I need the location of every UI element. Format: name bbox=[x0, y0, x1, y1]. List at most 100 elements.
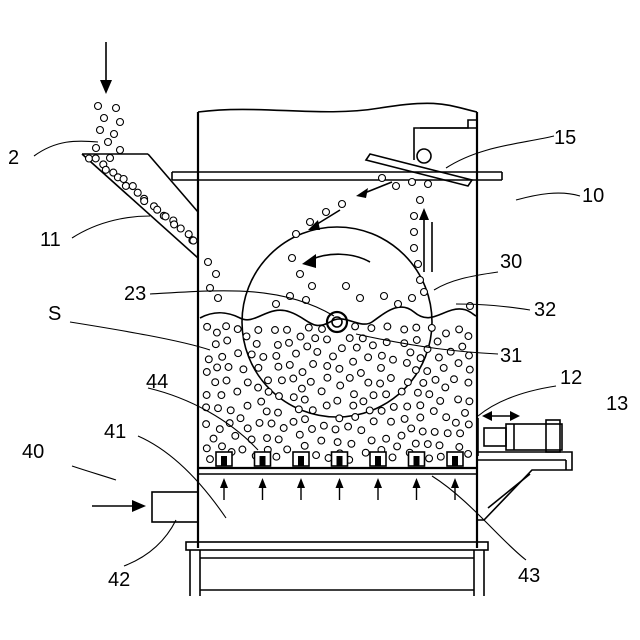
particle bbox=[426, 455, 433, 462]
particle bbox=[273, 353, 280, 360]
particle bbox=[93, 145, 100, 152]
particle bbox=[466, 352, 473, 359]
label-particle-bed: S bbox=[48, 303, 61, 325]
particle bbox=[440, 365, 447, 372]
particle bbox=[171, 221, 178, 228]
particle bbox=[286, 362, 293, 369]
particle bbox=[111, 131, 118, 138]
particle bbox=[417, 414, 424, 421]
particle bbox=[412, 440, 419, 447]
particle bbox=[383, 435, 390, 442]
particle bbox=[401, 326, 408, 333]
particle bbox=[304, 343, 311, 350]
particle bbox=[265, 377, 272, 384]
label-feed: 2 bbox=[8, 147, 19, 169]
particle bbox=[290, 394, 297, 401]
particle bbox=[398, 432, 405, 439]
particle bbox=[318, 388, 325, 395]
particle bbox=[256, 420, 263, 427]
particle bbox=[413, 337, 420, 344]
leader-lines bbox=[34, 136, 580, 566]
particle bbox=[301, 442, 308, 449]
label-nozzles: 44 bbox=[146, 371, 168, 393]
particle bbox=[218, 392, 225, 399]
particle bbox=[235, 350, 242, 357]
label-gas-unit: 40 bbox=[22, 441, 44, 463]
particle bbox=[276, 393, 283, 400]
particle bbox=[390, 404, 397, 411]
particle bbox=[120, 176, 127, 183]
particle bbox=[336, 415, 343, 422]
nozzle-slot bbox=[375, 456, 381, 466]
particle bbox=[451, 376, 458, 383]
particle bbox=[177, 225, 184, 232]
particle bbox=[323, 402, 330, 409]
particle bbox=[243, 333, 250, 340]
particle bbox=[122, 182, 129, 189]
particle bbox=[253, 341, 260, 348]
particle bbox=[210, 435, 217, 442]
particle bbox=[424, 368, 431, 375]
particle bbox=[275, 436, 282, 443]
particle bbox=[444, 430, 451, 437]
particle bbox=[409, 295, 416, 302]
particle bbox=[334, 439, 341, 446]
particle bbox=[321, 422, 328, 429]
feed-chute bbox=[82, 154, 198, 258]
airflow-arrow-head bbox=[413, 478, 421, 488]
particle bbox=[223, 377, 230, 384]
particle bbox=[318, 437, 325, 444]
particle bbox=[284, 326, 291, 333]
particle bbox=[301, 396, 308, 403]
particle bbox=[379, 352, 386, 359]
particle bbox=[404, 403, 411, 410]
particle bbox=[203, 445, 210, 452]
particle bbox=[358, 427, 365, 434]
particle bbox=[465, 379, 472, 386]
particle bbox=[305, 324, 312, 331]
airflow-arrow-head bbox=[451, 478, 459, 488]
particle bbox=[352, 414, 359, 421]
particle bbox=[434, 338, 441, 345]
particle bbox=[436, 442, 443, 449]
particle bbox=[324, 336, 331, 343]
particle bbox=[365, 379, 372, 386]
particle bbox=[378, 407, 385, 414]
particle bbox=[456, 326, 463, 333]
particle bbox=[113, 105, 120, 112]
particle bbox=[424, 441, 431, 448]
particle bbox=[457, 430, 464, 437]
particle bbox=[105, 139, 112, 146]
particle bbox=[273, 453, 280, 460]
particle bbox=[370, 418, 377, 425]
particle bbox=[97, 127, 104, 134]
airflow-arrow-head bbox=[259, 478, 267, 488]
nozzle-slot bbox=[452, 456, 458, 466]
particle bbox=[453, 419, 460, 426]
label-actuator: 13 bbox=[606, 393, 628, 415]
particle bbox=[134, 189, 141, 196]
chute-particles bbox=[86, 155, 222, 302]
particle bbox=[310, 361, 317, 368]
particle bbox=[313, 452, 320, 459]
particle bbox=[332, 426, 339, 433]
particle bbox=[141, 198, 148, 205]
particle bbox=[212, 379, 219, 386]
particle bbox=[383, 391, 390, 398]
inlet-pipe bbox=[92, 492, 198, 522]
particle bbox=[297, 333, 304, 340]
label-drum-rim: 32 bbox=[534, 299, 556, 321]
nozzle-slot bbox=[221, 456, 227, 466]
particle bbox=[465, 333, 472, 340]
particle bbox=[214, 364, 221, 371]
particle bbox=[388, 418, 395, 425]
label-actuator-rod: 12 bbox=[560, 367, 582, 389]
label-plenum: 41 bbox=[104, 421, 126, 443]
particle bbox=[86, 155, 93, 162]
particle bbox=[377, 380, 384, 387]
particle bbox=[362, 449, 369, 456]
particle bbox=[244, 402, 251, 409]
particle bbox=[437, 453, 444, 460]
particle bbox=[466, 366, 473, 373]
particle bbox=[370, 392, 377, 399]
